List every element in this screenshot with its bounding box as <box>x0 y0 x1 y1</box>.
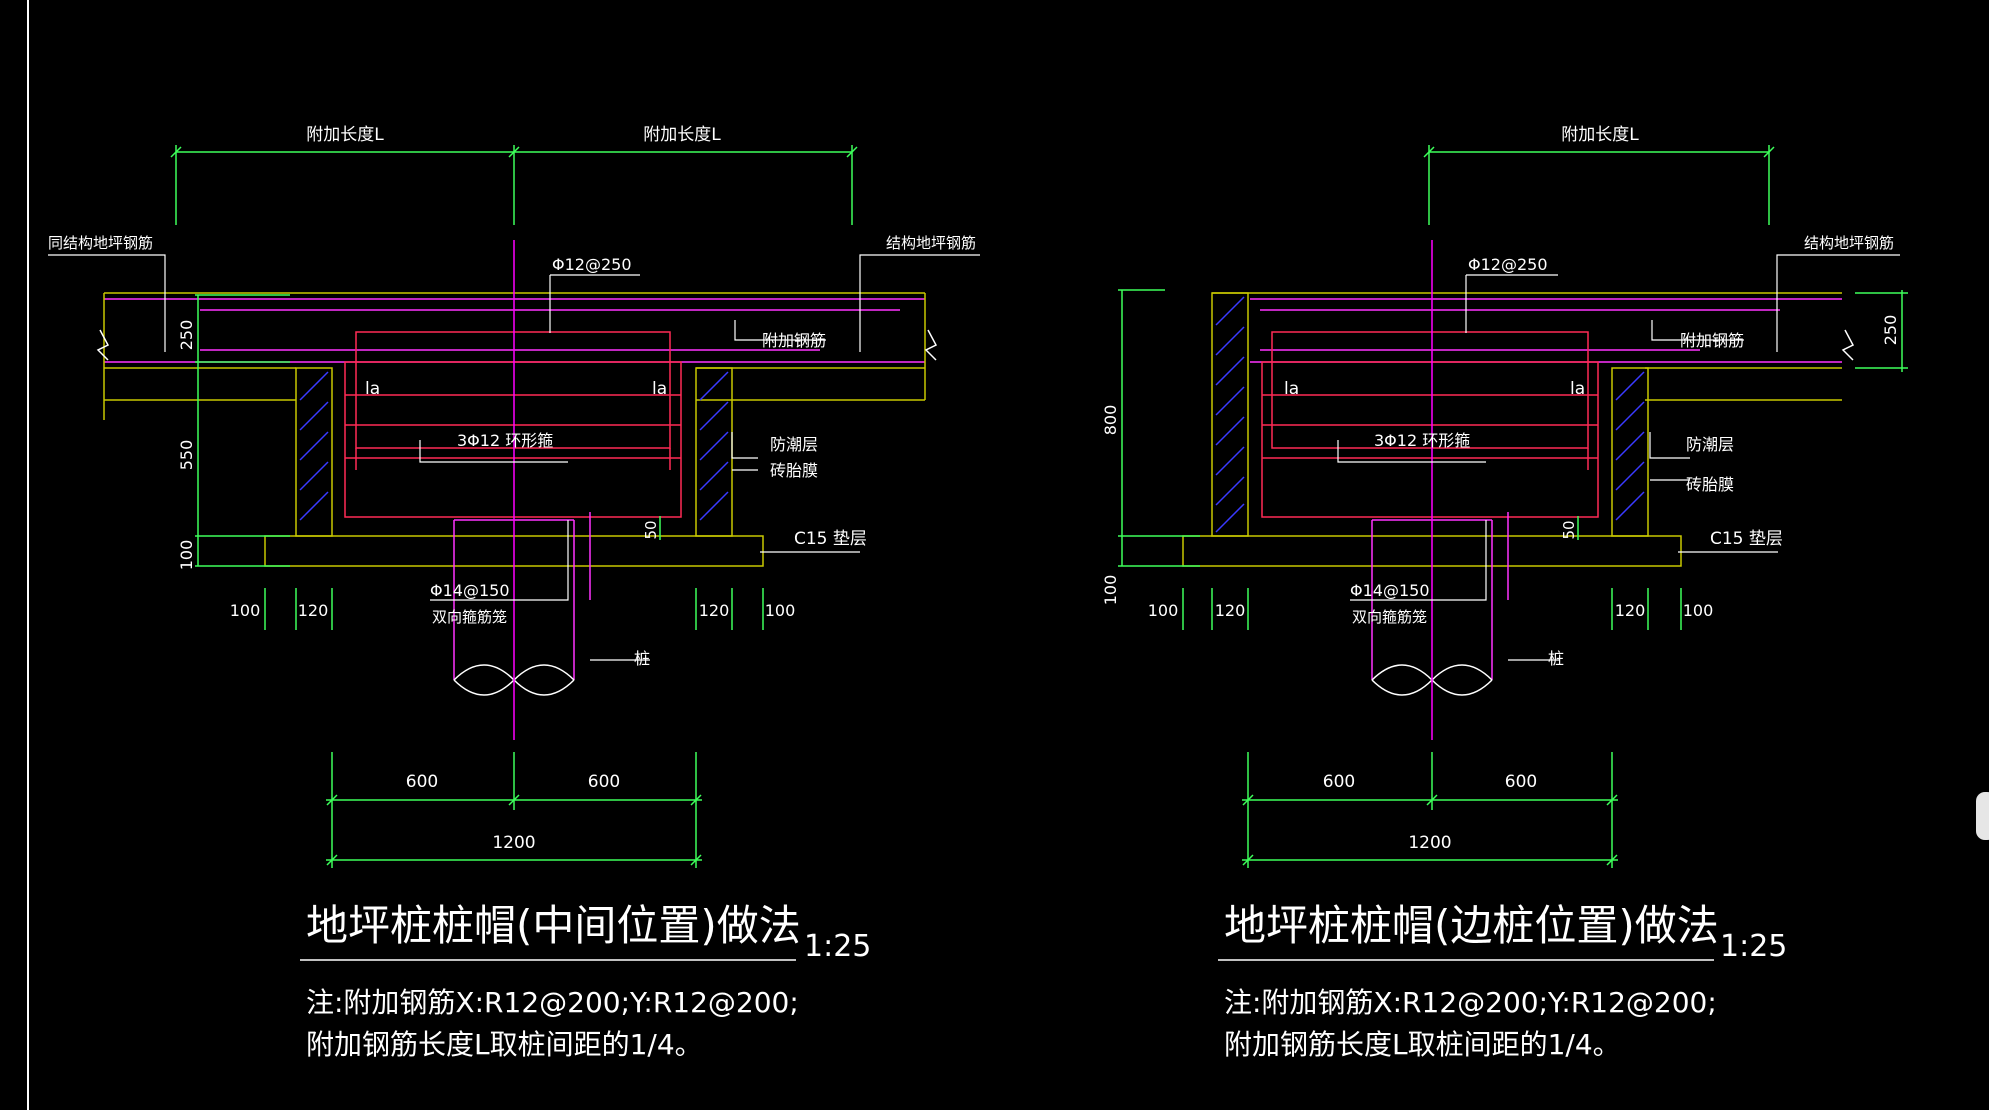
title-left: 地坪桩桩帽(中间位置)做法 <box>306 901 801 950</box>
dim-r-bottom-120-r: 120 <box>1615 601 1646 620</box>
label-pile-left: 桩 <box>634 649 650 668</box>
label-slab-rebar-left: 同结构地坪钢筋 <box>48 234 153 252</box>
label-ring-bar-left: 3Φ12 环形箍 <box>457 431 553 450</box>
note1-right: 注:附加钢筋X:R12@200;Y:R12@200; <box>1224 986 1717 1019</box>
scale-left: 1:25 <box>804 929 871 964</box>
label-r-damp-layer: 防潮层 <box>1686 435 1734 454</box>
dim-550-left: 550 <box>177 440 196 471</box>
label-r-added-bar: 附加钢筋 <box>1680 331 1744 350</box>
dim-50-right: 50 <box>1560 520 1578 539</box>
note2-right: 附加钢筋长度L取桩间距的1/4。 <box>1224 1028 1621 1061</box>
label-r-la-b: la <box>1570 379 1585 399</box>
dim-1200-left: 1200 <box>492 833 535 853</box>
dim-bottom-120-l: 120 <box>298 601 329 620</box>
bottom-small-dims-left <box>264 588 764 630</box>
label-r-slab-rebar: 结构地坪钢筋 <box>1804 234 1894 252</box>
cap-rebar-left <box>344 331 682 518</box>
dim-r-bottom-100-l: 100 <box>1148 601 1179 620</box>
dim-250-left: 250 <box>177 320 196 351</box>
bottom-dims-left <box>326 752 702 868</box>
note2-left: 附加钢筋长度L取桩间距的1/4。 <box>306 1028 703 1061</box>
label-r-cushion: C15 垫层 <box>1710 529 1783 549</box>
leaders-left <box>48 254 980 661</box>
wall-right <box>1211 292 1649 537</box>
label-bottom-bar-note-left: 双向箍筋笼 <box>432 608 507 626</box>
label-damp-layer-left: 防潮层 <box>770 435 818 454</box>
top-dim-label-r: 附加长度L <box>1561 125 1639 145</box>
label-top-bar-left: Φ12@250 <box>552 255 632 274</box>
label-la-left-a: la <box>365 379 380 399</box>
cap-rebar-right <box>1261 331 1599 518</box>
dim-50-left: 50 <box>642 520 660 539</box>
dim-600-right-a: 600 <box>1323 772 1355 792</box>
label-slab-rebar-right: 结构地坪钢筋 <box>886 234 976 252</box>
label-added-bar-left: 附加钢筋 <box>762 331 826 350</box>
note1-left: 注:附加钢筋X:R12@200;Y:R12@200; <box>306 986 799 1019</box>
bottom-small-dims-right <box>1182 588 1682 630</box>
side-dims-left <box>195 294 661 567</box>
label-r-la-a: la <box>1284 379 1299 399</box>
dim-250-right: 250 <box>1881 315 1900 346</box>
leaders-right <box>1337 254 1900 661</box>
dim-1200-right: 1200 <box>1408 833 1451 853</box>
scale-right: 1:25 <box>1720 929 1787 964</box>
label-r-brick-film: 砖胎膜 <box>1686 475 1734 494</box>
top-dim-label-left: 附加长度L <box>306 125 384 145</box>
top-dimension-left <box>170 145 858 225</box>
dim-600-left-b: 600 <box>588 772 620 792</box>
label-r-ring-bar: 3Φ12 环形箍 <box>1374 431 1470 450</box>
detail-right: 附加长度L <box>1101 125 1908 1061</box>
side-dims-right <box>1118 289 1908 567</box>
dim-bottom-120-r: 120 <box>699 601 730 620</box>
dim-bottom-100-l: 100 <box>230 601 261 620</box>
dim-100-left: 100 <box>177 540 196 571</box>
label-la-left-b: la <box>652 379 667 399</box>
dim-bottom-100-r: 100 <box>765 601 796 620</box>
label-bottom-bar-left: Φ14@150 <box>430 581 510 600</box>
side-scroll-handle[interactable] <box>1976 792 1989 840</box>
dim-600-right-b: 600 <box>1505 772 1537 792</box>
dim-100-right: 100 <box>1101 575 1120 606</box>
dim-600-left-a: 600 <box>406 772 438 792</box>
label-brick-film-left: 砖胎膜 <box>770 461 818 480</box>
top-dim-label-right: 附加长度L <box>643 125 721 145</box>
label-r-bottom-bar-note: 双向箍筋笼 <box>1352 608 1427 626</box>
detail-left: 附加长度L 附加长度L <box>48 125 980 1061</box>
label-cushion-left: C15 垫层 <box>794 529 867 549</box>
dim-r-bottom-120-l: 120 <box>1215 601 1246 620</box>
dim-800-right: 800 <box>1101 405 1120 436</box>
bottom-dims-right <box>1242 752 1618 868</box>
label-r-top-bar: Φ12@250 <box>1468 255 1548 274</box>
dim-r-bottom-100-r: 100 <box>1683 601 1714 620</box>
title-right: 地坪桩桩帽(边桩位置)做法 <box>1224 901 1719 950</box>
label-r-bottom-bar: Φ14@150 <box>1350 581 1430 600</box>
label-r-pile: 桩 <box>1548 649 1564 668</box>
top-dimension-right <box>1423 145 1775 225</box>
